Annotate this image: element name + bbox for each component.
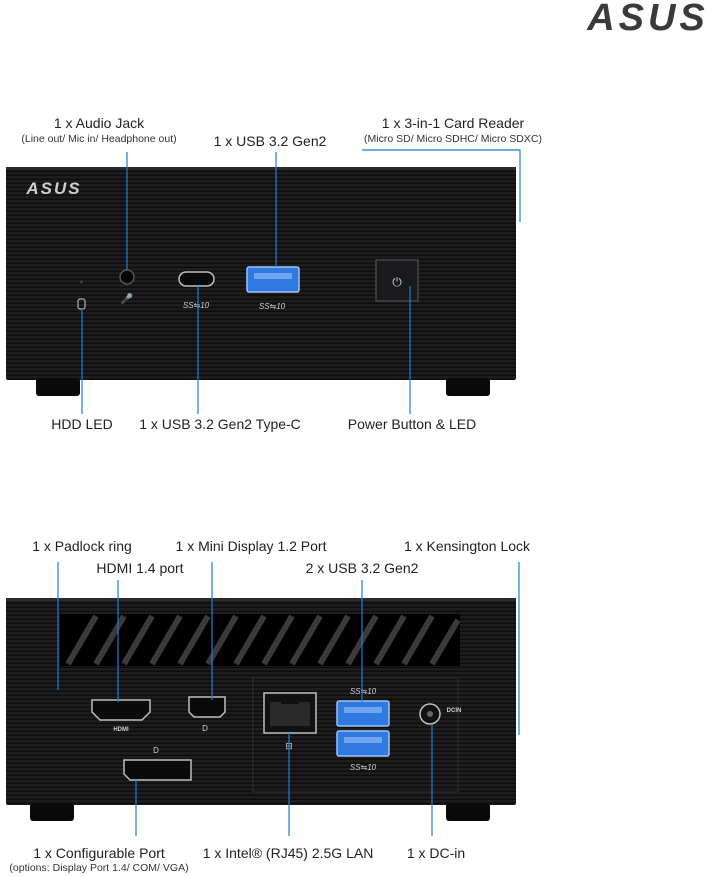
label-card-reader-sub: (Micro SD/ Micro SDHC/ Micro SDXC)	[364, 133, 542, 145]
front-callouts	[81, 149, 521, 414]
label-lan: 1 x Intel® (RJ45) 2.5G LAN	[202, 845, 374, 861]
usb-a-port-rear-2	[336, 730, 390, 757]
headset-icon: 🎤	[121, 292, 134, 305]
usb-typec-port	[178, 271, 215, 287]
rear-callouts	[57, 562, 520, 836]
configurable-port	[123, 759, 192, 781]
ss-usb-marking-front: SS⇋10	[259, 302, 286, 311]
mini-dp-port	[188, 696, 226, 718]
dp-config-icon: D	[153, 746, 159, 755]
rear-foot-left	[30, 803, 74, 821]
front-view: ASUS 🎤 SS⇋10 SS⇋10 ⏻	[6, 149, 521, 414]
rear-foot-right	[446, 803, 490, 821]
hdmi-marking: HDMI	[113, 727, 129, 733]
usb-a-port-rear-1	[336, 700, 390, 727]
label-card-reader: 1 x 3-in-1 Card Reader	[381, 115, 525, 131]
label-kensington: 1 x Kensington Lock	[403, 538, 531, 554]
label-audio-jack: 1 x Audio Jack	[53, 115, 145, 131]
ss-typec-marking: SS⇋10	[183, 301, 210, 310]
front-foot-right	[446, 378, 490, 396]
usb-a-port-front	[246, 266, 300, 293]
front-asus-logo: ASUS	[25, 179, 81, 198]
audio-jack	[119, 269, 135, 285]
label-usb-rear: 2 x USB 3.2 Gen2	[305, 560, 419, 576]
front-foot-left	[36, 378, 80, 396]
label-audio-jack-sub: (Line out/ Mic in/ Headphone out)	[21, 133, 177, 145]
power-icon: ⏻	[392, 275, 402, 289]
io-panel	[252, 677, 459, 793]
label-usb-top: 1 x USB 3.2 Gen2	[213, 133, 327, 149]
label-dc-in: 1 x DC-in	[406, 845, 466, 861]
dcin-marking: DCIN	[447, 708, 462, 714]
label-usb-typec: 1 x USB 3.2 Gen2 Type-C	[139, 416, 301, 432]
ss-usb-marking-rear-top: SS⇋10	[350, 687, 377, 696]
asus-logo: ASUS	[586, 0, 709, 39]
dp-icon: D	[202, 724, 208, 733]
vent-slats	[65, 614, 461, 666]
rear-view: HDMI D D ⊞ SS⇋10 SS⇋10 DCIN	[6, 562, 520, 836]
ss-usb-marking-rear-bottom: SS⇋10	[350, 763, 377, 772]
label-power-button: Power Button & LED	[347, 416, 477, 432]
label-config-port: 1 x Configurable Port	[33, 845, 165, 861]
power-button	[375, 259, 419, 302]
label-mini-dp: 1 x Mini Display 1.2 Port	[175, 538, 327, 554]
label-hdmi: HDMI 1.4 port	[96, 560, 184, 576]
label-hdd-led: HDD LED	[51, 416, 113, 432]
label-padlock: 1 x Padlock ring	[32, 538, 132, 554]
label-config-port-sub: (options: Display Port 1.4/ COM/ VGA)	[9, 862, 189, 874]
hdmi-port	[91, 699, 151, 721]
